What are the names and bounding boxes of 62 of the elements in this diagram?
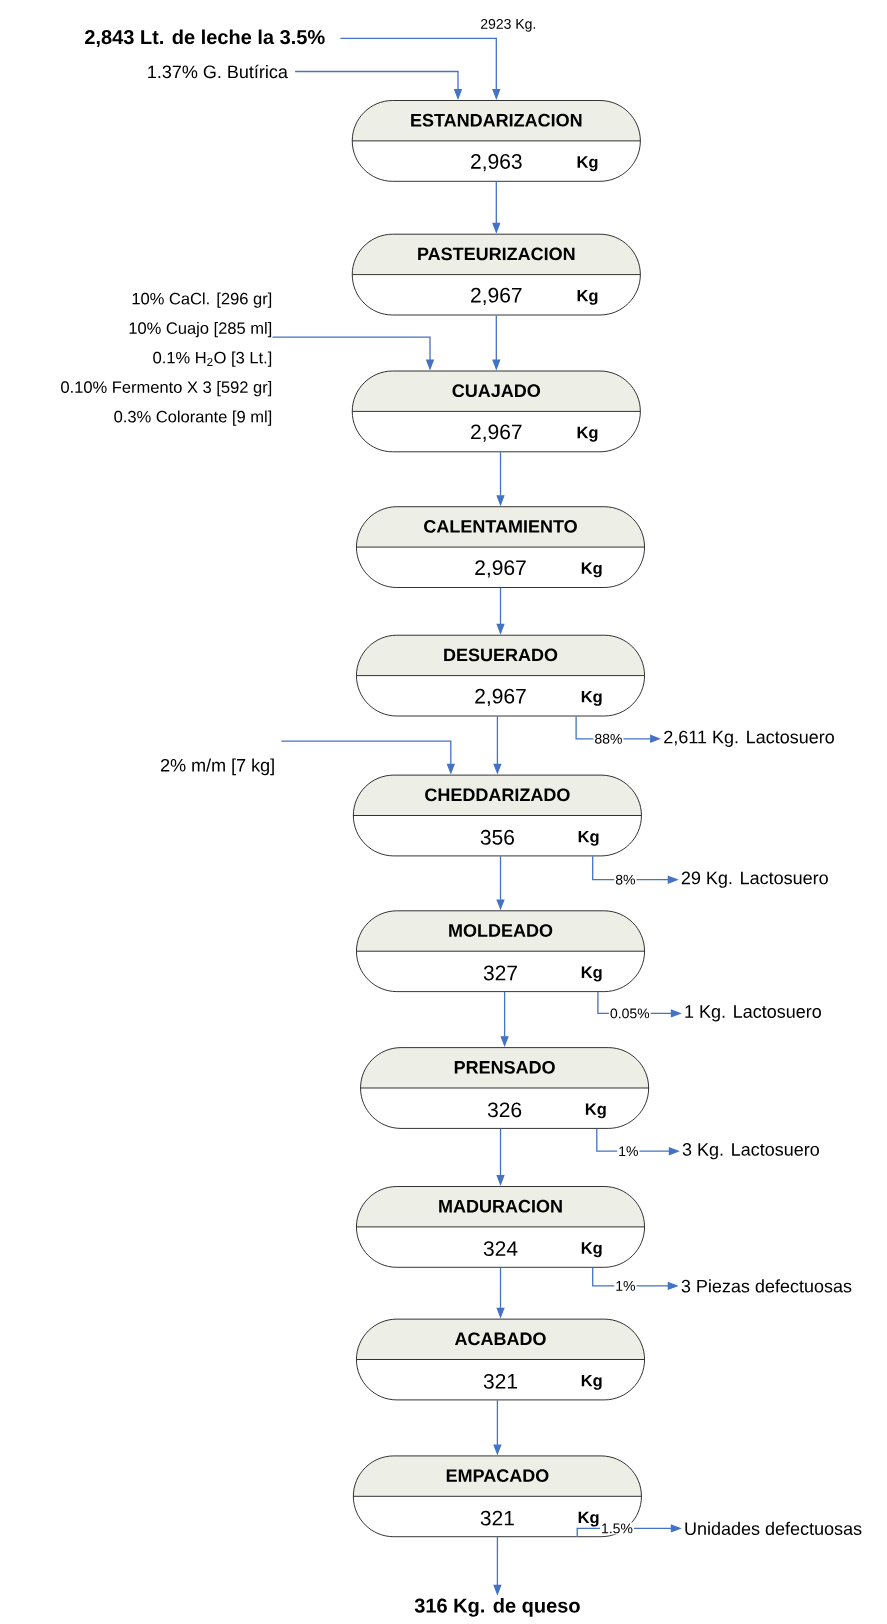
unit: Kg	[578, 1511, 599, 1527]
process-box	[356, 910, 645, 992]
unit: Kg	[577, 156, 598, 172]
unit: Kg	[581, 562, 602, 578]
quantity: 324	[483, 1241, 518, 1257]
additive-list: 10% CaCl. [296 gr] 10% Cuajo [285 ml] 0.1% H$_{2}$O [3 Lt.] 0.10% Fermento X 3 [592 gr] 0.3% Colorante [9 ml]	[61, 292, 272, 426]
edge-label: 1%	[614, 1280, 637, 1292]
step-title: PRENSADO	[454, 1060, 555, 1074]
product-label: 316 Kg. de queso	[414, 1598, 580, 1617]
input-label: 2% m/m [7 kg]	[161, 758, 274, 776]
output-label: 2,611 Kg. Lactosuero	[664, 730, 834, 747]
process-box	[352, 1455, 642, 1538]
step-title: CHEDDARIZADO	[425, 788, 570, 802]
quantity: 2,967	[475, 688, 526, 707]
unit: Kg	[585, 1103, 606, 1119]
edge-label: 1%	[617, 1145, 640, 1158]
quantity: 327	[483, 965, 517, 981]
process-box	[356, 1318, 645, 1401]
output-label: Unidades defectuosas	[685, 1521, 862, 1535]
edge-label: 2923 Kg.	[479, 17, 538, 33]
step-title: EMPACADO	[446, 1469, 549, 1482]
process-box	[356, 634, 645, 717]
output-label: 29 Kg. Lactosuero	[681, 871, 828, 888]
process-box	[356, 1186, 645, 1268]
edge-label: 8%	[614, 873, 637, 886]
unit: Kg	[581, 1242, 602, 1258]
process-box	[356, 506, 645, 588]
edge-label: 1.5%	[600, 1522, 634, 1535]
quantity: 356	[480, 829, 514, 845]
output-label: 3 Piezas defectuosas	[681, 1279, 852, 1293]
quantity: 2,967	[471, 287, 522, 306]
unit: Kg	[581, 1374, 602, 1390]
edge-label: 88%	[593, 732, 624, 745]
unit: Kg	[581, 691, 602, 706]
step-title: MADURACION	[439, 1199, 562, 1213]
step-title: ESTANDARIZACION	[411, 113, 582, 127]
quantity: 321	[480, 1510, 514, 1526]
process-box	[351, 233, 641, 316]
quantity: 2,963	[471, 154, 522, 172]
quantity: 321	[483, 1373, 517, 1389]
quantity: 2,967	[471, 424, 522, 442]
unit: Kg	[577, 426, 598, 442]
unit: Kg	[577, 290, 598, 305]
edge-label: 0.05%	[608, 1007, 651, 1020]
process-box	[351, 100, 641, 182]
step-title: MOLDEADO	[449, 924, 553, 937]
unit: Kg	[578, 830, 599, 846]
output-label: 3 Kg. Lactosuero	[682, 1143, 819, 1160]
process-box	[352, 774, 642, 857]
input-label: 2,843 Lt. de leche la 3.5%	[85, 29, 325, 48]
step-title: CALENTAMIENTO	[424, 520, 577, 533]
step-title: PASTEURIZACION	[418, 247, 575, 261]
step-title: DESUERADO	[444, 648, 558, 662]
process-box	[351, 370, 641, 453]
quantity: 326	[487, 1102, 522, 1118]
step-title: ACABADO	[454, 1332, 546, 1346]
unit: Kg	[581, 966, 602, 982]
output-label: 1 Kg. Lactosuero	[685, 1005, 821, 1022]
step-title: CUAJADO	[452, 384, 541, 398]
process-box	[360, 1047, 650, 1129]
input-label: 1.37% G. Butírica	[148, 64, 288, 79]
quantity: 2,967	[475, 560, 526, 578]
